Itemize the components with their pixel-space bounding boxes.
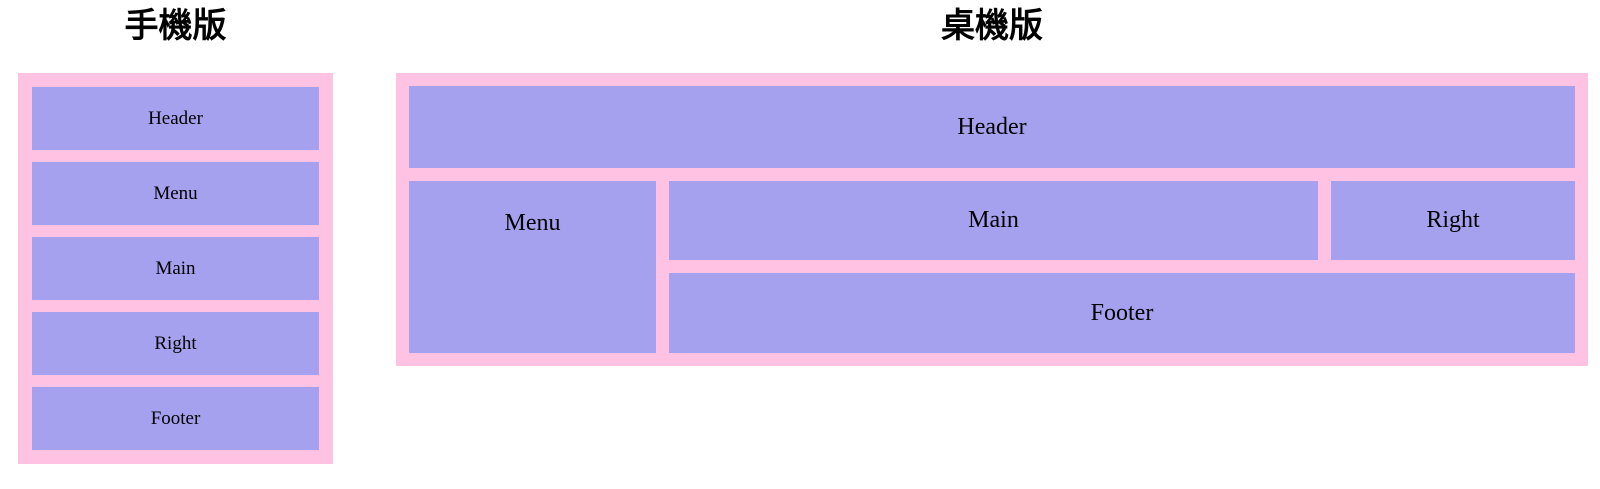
mobile-menu-label: Menu [153, 182, 198, 204]
desktop-right-box: Right [1331, 181, 1575, 260]
mobile-footer-box: Footer [32, 387, 319, 450]
mobile-section-title: 手機版 [124, 6, 227, 46]
desktop-footer-label: Footer [1090, 299, 1154, 326]
mobile-main-label: Main [155, 257, 196, 279]
desktop-layout-container: Header Menu Main Right Footer [396, 73, 1588, 366]
desktop-right-label: Right [1426, 207, 1480, 233]
mobile-right-label: Right [154, 332, 197, 354]
desktop-menu-label: Menu [504, 210, 561, 236]
desktop-header-box: Header [409, 86, 1575, 168]
mobile-menu-box: Menu [32, 162, 319, 225]
desktop-header-label: Header [957, 113, 1027, 140]
desktop-main-box: Main [669, 181, 1318, 260]
mobile-right-box: Right [32, 312, 319, 375]
desktop-main-label: Main [968, 207, 1019, 233]
mobile-footer-label: Footer [150, 407, 201, 429]
desktop-section-title: 桌機版 [941, 6, 1043, 46]
mobile-header-box: Header [32, 87, 319, 150]
mobile-layout-container: Header Menu Main Right Footer [18, 73, 333, 464]
desktop-footer-box: Footer [669, 273, 1575, 353]
desktop-menu-box: Menu [409, 181, 656, 353]
mobile-header-label: Header [148, 107, 203, 129]
mobile-main-box: Main [32, 237, 319, 300]
